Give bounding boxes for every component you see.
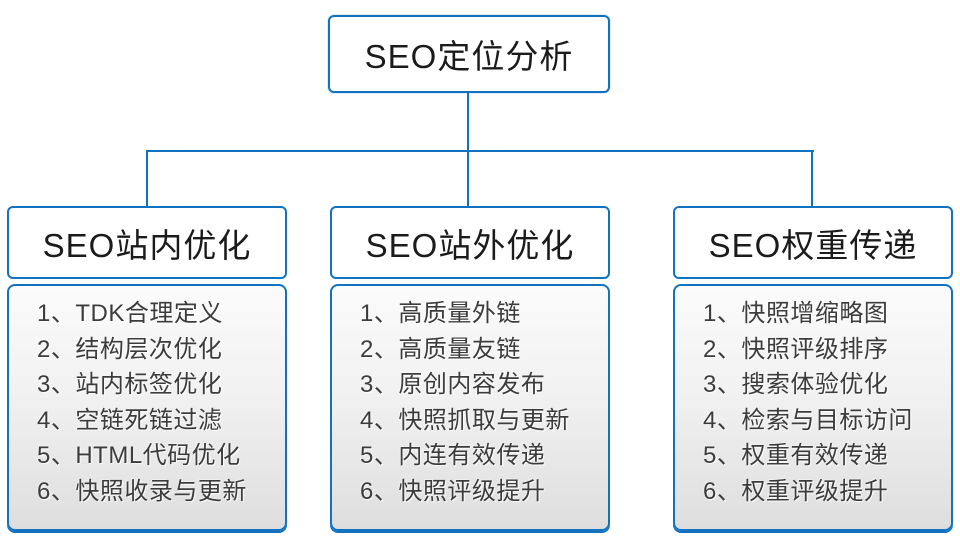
branch-title: SEO站外优化: [365, 226, 575, 264]
list-item: 4、空链死链过滤: [37, 406, 223, 434]
branch-header-onsite: SEO站内优化: [7, 206, 287, 279]
list-item: 2、结构层次优化: [37, 335, 223, 363]
list-item: 2、高质量友链: [360, 335, 521, 363]
list-item: 6、快照评级提升: [360, 477, 546, 505]
branch-title: SEO权重传递: [708, 226, 918, 264]
branch-list-offsite: 1、高质量外链 2、高质量友链 3、原创内容发布 4、快照抓取与更新 5、内连有…: [330, 284, 610, 531]
root-node-title: SEO定位分析: [364, 38, 574, 75]
connector-right-drop: [811, 150, 813, 207]
list-item: 1、高质量外链: [360, 300, 521, 327]
connector-left-drop: [146, 150, 148, 207]
list-item: 3、原创内容发布: [360, 371, 546, 398]
connector-root-vertical: [467, 93, 469, 151]
list-item: 5、HTML代码优化: [37, 442, 241, 469]
list-item: 1、快照增缩略图: [703, 300, 889, 327]
list-item: 6、权重评级提升: [703, 477, 889, 505]
root-node-seo-positioning: SEO定位分析: [328, 15, 610, 93]
list-item: 4、检索与目标访问: [703, 406, 913, 434]
list-item: 2、快照评级排序: [703, 335, 889, 363]
list-item: 4、快照抓取与更新: [360, 406, 570, 434]
branch-item-list: 1、快照增缩略图 2、快照评级排序 3、搜索体验优化 4、检索与目标访问 5、权…: [703, 296, 951, 509]
connector-middle-drop: [467, 150, 469, 207]
list-item: 5、权重有效传递: [703, 442, 889, 469]
list-item: 3、搜索体验优化: [703, 371, 889, 398]
branch-list-onsite: 1、TDK合理定义 2、结构层次优化 3、站内标签优化 4、空链死链过滤 5、H…: [7, 284, 287, 531]
branch-title: SEO站内优化: [42, 226, 252, 264]
connector-horizontal-bar: [146, 150, 814, 152]
branch-item-list: 1、TDK合理定义 2、结构层次优化 3、站内标签优化 4、空链死链过滤 5、H…: [37, 296, 285, 509]
list-item: 3、站内标签优化: [37, 371, 223, 398]
list-item: 6、快照收录与更新: [37, 477, 247, 505]
branch-header-weight-transfer: SEO权重传递: [673, 206, 953, 279]
list-item: 5、内连有效传递: [360, 442, 546, 469]
branch-item-list: 1、高质量外链 2、高质量友链 3、原创内容发布 4、快照抓取与更新 5、内连有…: [360, 296, 608, 509]
branch-header-offsite: SEO站外优化: [330, 206, 610, 279]
list-item: 1、TDK合理定义: [37, 300, 223, 327]
branch-list-weight-transfer: 1、快照增缩略图 2、快照评级排序 3、搜索体验优化 4、检索与目标访问 5、权…: [673, 284, 953, 531]
